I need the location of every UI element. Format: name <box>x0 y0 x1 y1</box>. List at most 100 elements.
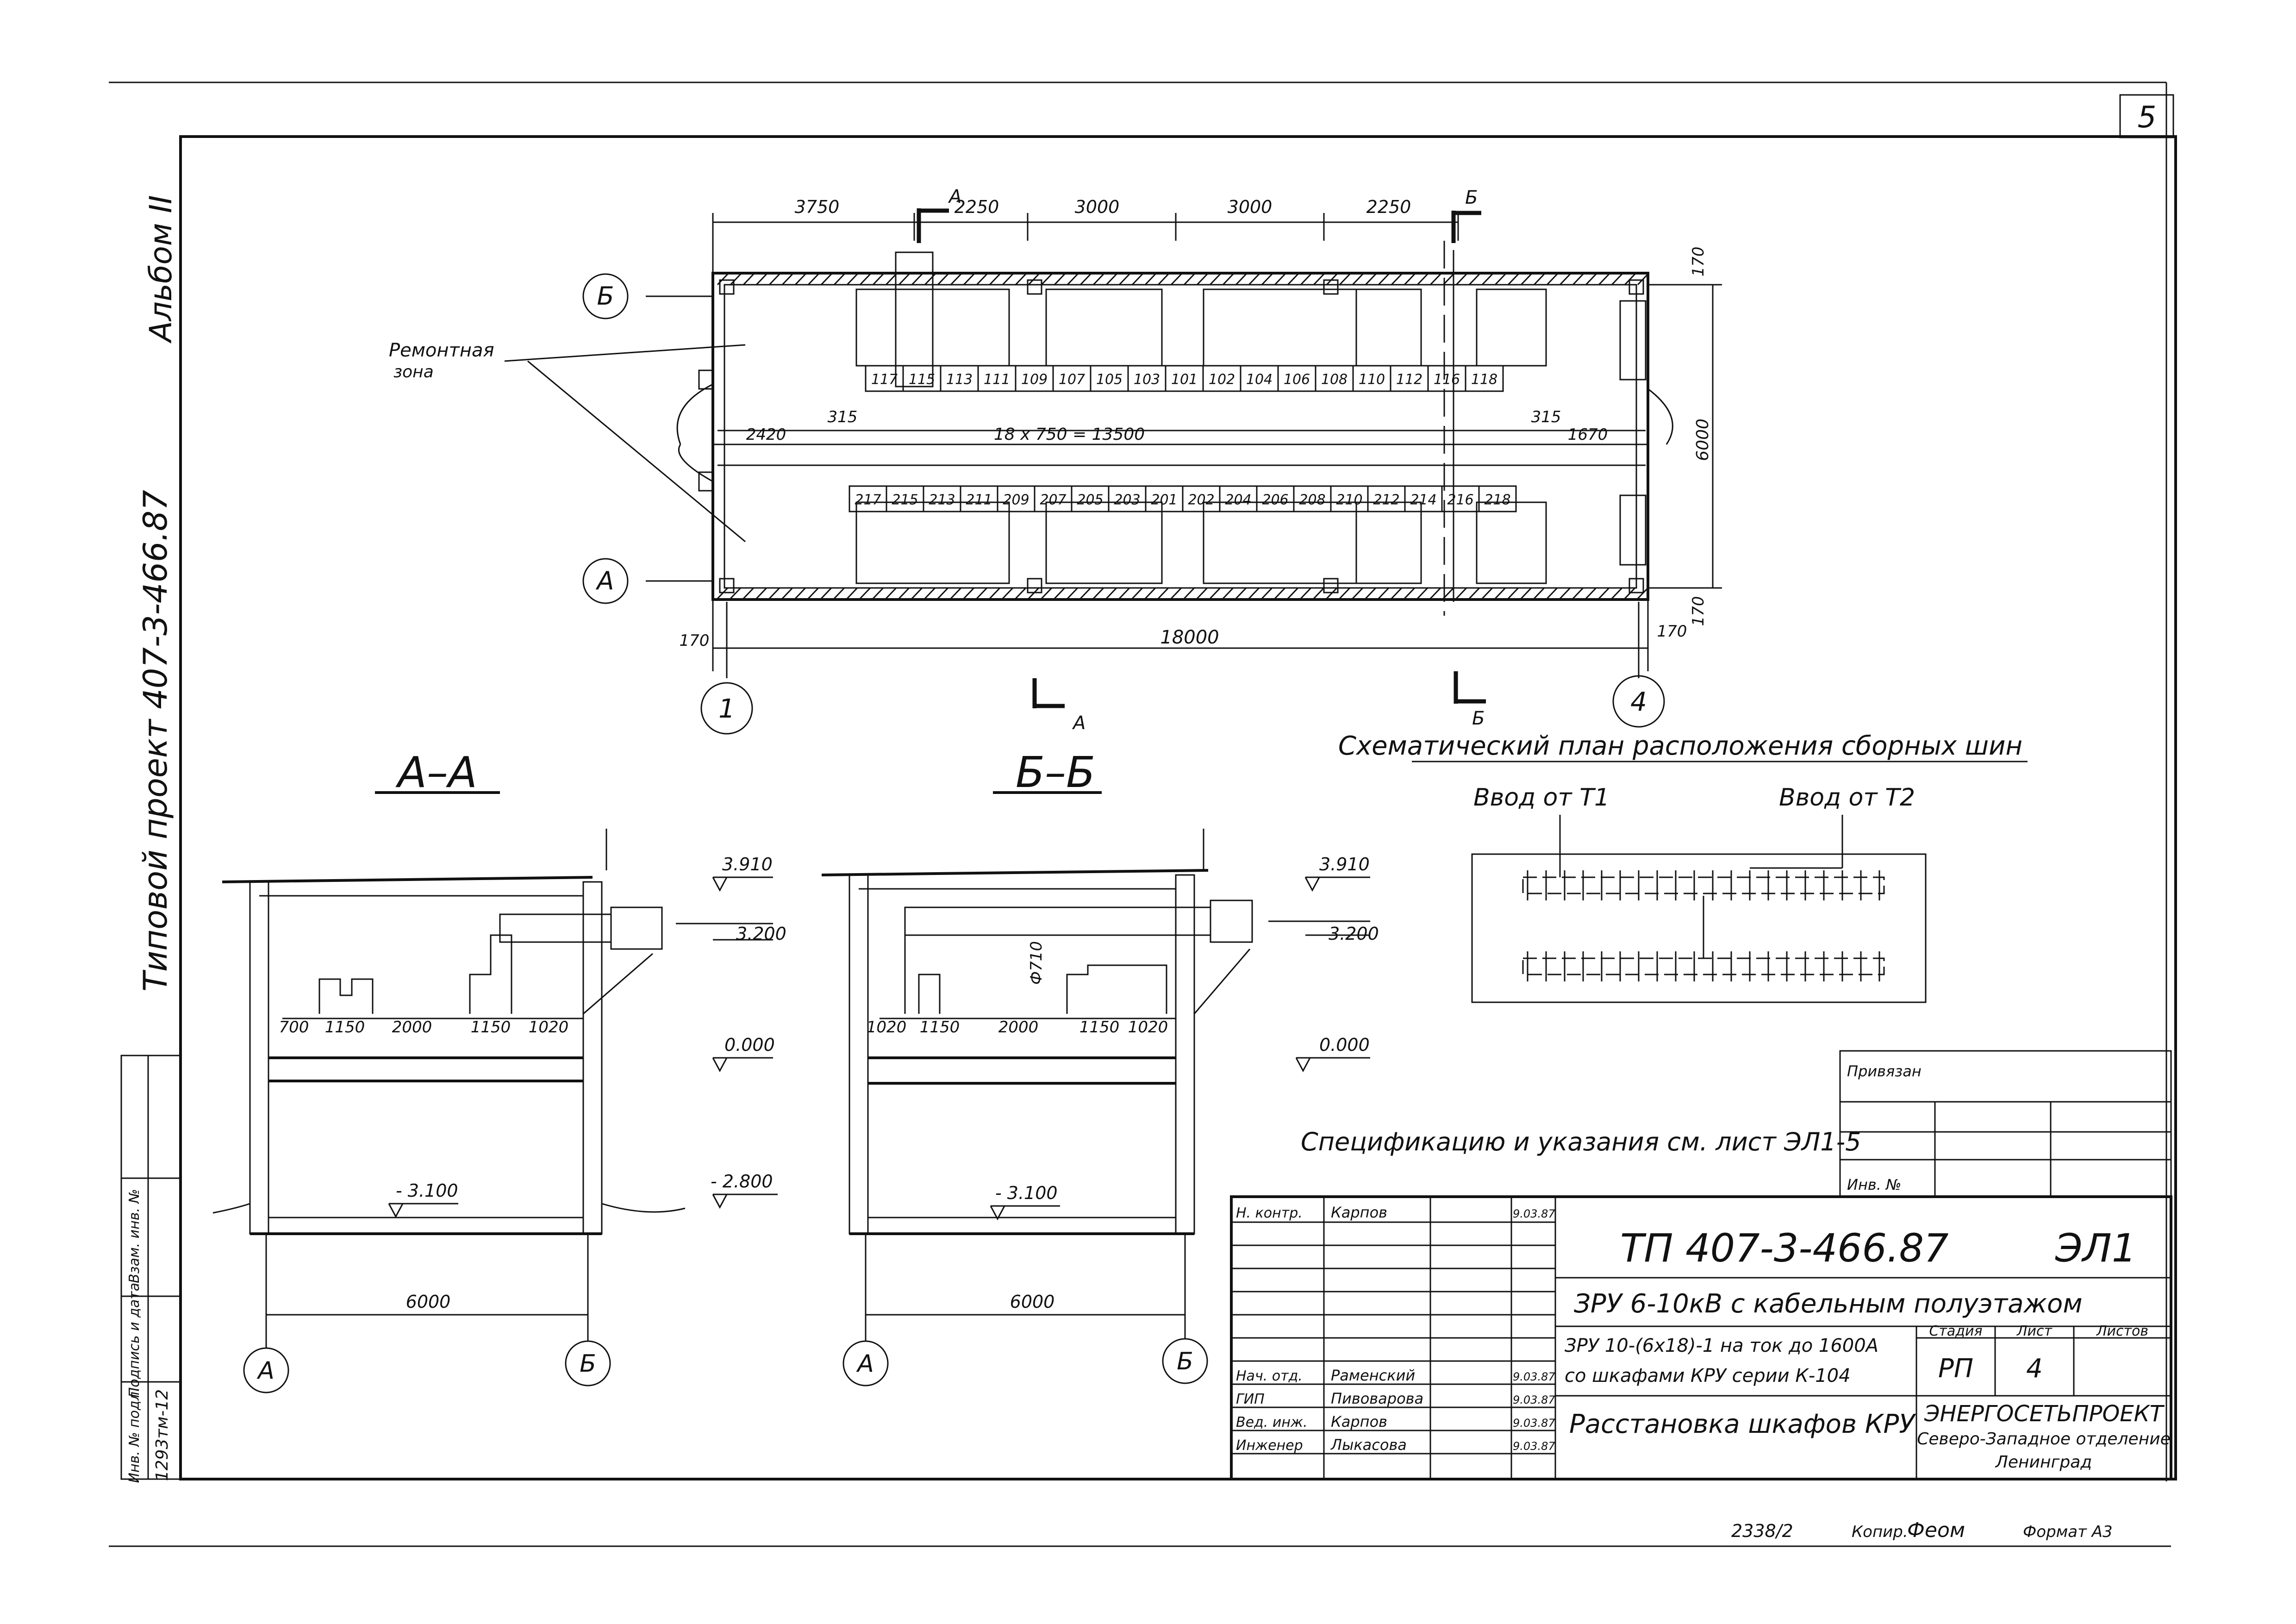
dim-315-right: 315 <box>1531 408 1561 426</box>
hatch-mark <box>1170 273 1182 286</box>
tb-title2a: ЗРУ 10-(6х18)-1 на ток до 1600А <box>1565 1335 1878 1356</box>
hatch-mark <box>820 273 832 286</box>
aa-elev-m2800: - 2.800 <box>711 1171 773 1192</box>
hatch-mark <box>1572 587 1584 600</box>
spec-note: Спецификацию и указания см. лист ЭЛ1-5 <box>1301 1127 1861 1156</box>
tb-staff1-name: Раменский <box>1331 1367 1415 1384</box>
hatch-mark <box>1170 587 1182 600</box>
hatch-mark <box>963 273 975 286</box>
tb-staff4-name: Лыкасова <box>1330 1436 1407 1454</box>
hatch-mark <box>1455 273 1467 286</box>
axis-bubbles-plan <box>582 273 1665 735</box>
hatch-mark <box>1235 273 1247 286</box>
cut-marks <box>917 208 1486 708</box>
cabinet-214: 214 <box>1410 492 1436 508</box>
axis-4-plan: 4 <box>1630 687 1647 717</box>
cabinet-115: 115 <box>909 372 935 388</box>
hatch-mark <box>1144 273 1156 286</box>
cabinet-218: 218 <box>1484 492 1510 508</box>
cabinet-208: 208 <box>1299 492 1325 508</box>
binding-inv-label: Инв. № <box>1847 1176 1901 1193</box>
cabinet-106: 106 <box>1284 372 1310 388</box>
hatch-mark <box>1313 587 1325 600</box>
tb-staff4-date: 9.03.87 <box>1513 1440 1555 1453</box>
tb-code: ТП 407-3-466.87 <box>1620 1225 1949 1271</box>
hatch-mark <box>885 273 897 286</box>
tb-stage: РП <box>1938 1354 1973 1384</box>
dim-3000-a: 3000 <box>1075 197 1120 217</box>
aa-dim-1150a: 1150 <box>325 1018 365 1037</box>
axis-1-plan: 1 <box>718 694 735 724</box>
dim-3750: 3750 <box>795 197 840 217</box>
bb-axis-b: Б <box>1177 1348 1193 1375</box>
tb-mark: ЭЛ1 <box>2055 1225 2136 1271</box>
section-bb-drawing <box>821 869 1253 1287</box>
hatch-mark <box>1196 587 1208 600</box>
dim-2250-a: 2250 <box>955 197 999 217</box>
hatch-mark <box>820 587 832 600</box>
hatch-mark <box>1248 587 1260 600</box>
hatch-mark <box>1261 273 1273 286</box>
cabinet-207: 207 <box>1040 492 1066 508</box>
tb-org3: Ленинград <box>1995 1453 2092 1472</box>
hatch-mark <box>1378 587 1390 600</box>
hatch-mark <box>859 273 871 286</box>
hatch-mark <box>742 273 755 286</box>
dim-18000: 18000 <box>1160 627 1219 648</box>
hatch-mark <box>833 587 845 600</box>
tb-staff0-date: 9.03.87 <box>1513 1207 1555 1220</box>
hatch-mark <box>1598 273 1610 286</box>
hatch-mark <box>1157 273 1169 286</box>
hatch-mark <box>1274 587 1286 600</box>
hatch-mark <box>898 273 910 286</box>
hatch-mark <box>1404 273 1416 286</box>
cabinet-109: 109 <box>1021 372 1048 388</box>
tb-stage-h: Стадия <box>1929 1323 1982 1339</box>
hatch-mark <box>1183 273 1195 286</box>
tb-staff3-date: 9.03.87 <box>1513 1417 1555 1430</box>
hatch-mark <box>1365 587 1377 600</box>
hatch-mark <box>807 587 819 600</box>
hatch-mark <box>1546 273 1558 286</box>
hatch-mark <box>911 587 923 600</box>
section-aa-drawing <box>212 876 686 1278</box>
bottom-number: 2338/2 <box>1731 1521 1793 1541</box>
copied-label: Копир. <box>1852 1523 1908 1541</box>
hatch-mark <box>1092 587 1104 600</box>
aa-elev-m3100: - 3.100 <box>396 1181 458 1201</box>
cut-b-bottom: Б <box>1472 708 1485 729</box>
hatch-mark <box>1507 587 1519 600</box>
section-aa-title: А–А <box>395 748 477 797</box>
plan-dimensions <box>504 213 1722 678</box>
tb-title1: ЗРУ 6-10кВ с кабельным полуэтажом <box>1574 1289 2083 1319</box>
hatch-mark <box>755 273 767 286</box>
cabinet-118: 118 <box>1471 372 1497 388</box>
hatch-mark <box>730 273 742 286</box>
tb-drawing: Расстановка шкафов КРУ <box>1569 1409 1916 1439</box>
tb-staff1-role: Нач. отд. <box>1236 1368 1303 1384</box>
hatch-mark <box>1365 273 1377 286</box>
tb-staff3-role: Вед. инж. <box>1236 1414 1308 1430</box>
hatch-mark <box>1054 273 1066 286</box>
hatch-mark <box>937 587 949 600</box>
tb-staff2-role: ГИП <box>1236 1391 1265 1407</box>
hatch-mark <box>781 587 793 600</box>
hatch-mark <box>1274 273 1286 286</box>
hatch-mark <box>846 587 858 600</box>
hatch-mark <box>911 273 923 286</box>
busbar-ticks <box>1527 870 1880 981</box>
hatch-mark <box>1507 273 1519 286</box>
hatch-mark <box>1429 273 1441 286</box>
hatch-mark <box>1533 273 1545 286</box>
tb-staff2-name: Пивоварова <box>1331 1390 1423 1407</box>
tb-staff0-role: Н. контр. <box>1236 1205 1303 1221</box>
cabinet-112: 112 <box>1396 372 1423 388</box>
repair-zone-1: Ремонтная <box>389 340 494 361</box>
hatch-mark <box>924 273 936 286</box>
hatch-mark <box>1118 273 1130 286</box>
hatch-mark <box>1209 273 1221 286</box>
hatch-mark <box>1235 587 1247 600</box>
hatch-mark <box>1131 273 1143 286</box>
hatch-mark <box>1611 273 1623 286</box>
